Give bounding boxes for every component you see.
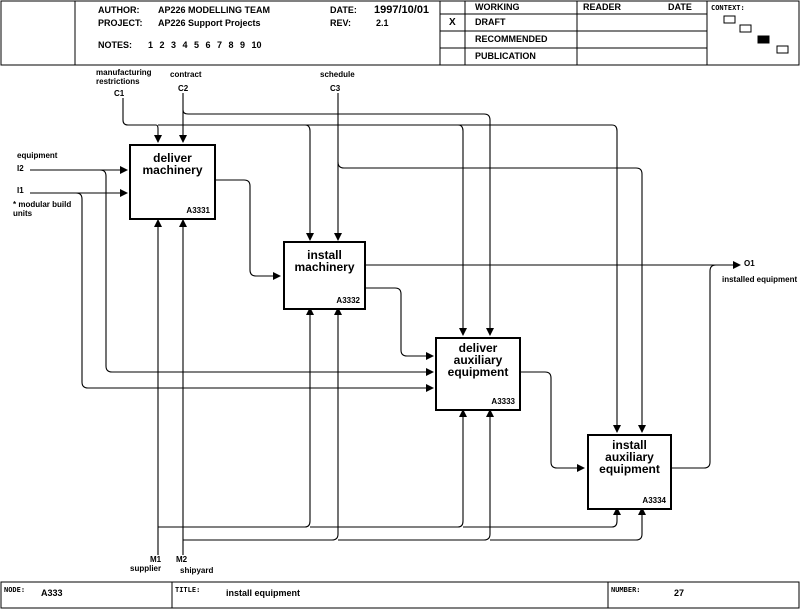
c1-code: C1 [114, 89, 125, 98]
i1-code: I1 [17, 186, 24, 195]
project-label: PROJECT: [98, 18, 143, 28]
rev-value: 2.1 [376, 18, 389, 28]
o1-description: installed equipment [722, 275, 798, 284]
project-value: AP226 Support Projects [158, 18, 261, 28]
author-value: AP226 MODELLING TEAM [158, 5, 271, 15]
node-label: NODE: [4, 586, 26, 594]
activity-box-deliver-auxiliary-equipment: deliver auxiliary equipment A3333 [435, 337, 521, 411]
i2-code: I2 [17, 164, 24, 173]
reader-date-label: DATE [668, 2, 692, 12]
status-working: WORKING [475, 2, 520, 12]
title-value: install equipment [226, 588, 301, 598]
footer-form-lines [0, 581, 800, 609]
box-name: deliver machinery [142, 151, 203, 177]
author-label: AUTHOR: [98, 5, 140, 15]
notes-numbers: 1 2 3 4 5 6 7 8 9 10 [148, 40, 262, 50]
c3-description: schedule [320, 70, 355, 79]
i2-description: equipment [17, 151, 58, 160]
o1-code: O1 [744, 259, 755, 268]
context-thumbnail [723, 15, 789, 54]
m1-description: supplier [130, 564, 162, 573]
box-name: deliver auxiliary equipment [447, 341, 509, 379]
status-recommended: RECOMMENDED [475, 34, 548, 44]
box-number: A3331 [186, 206, 210, 215]
status-draft: DRAFT [475, 17, 506, 27]
m2-description: shipyard [180, 566, 214, 575]
box-number: A3332 [336, 296, 360, 305]
number-label: NUMBER: [611, 586, 641, 594]
activity-box-deliver-machinery: deliver machinery A3331 [129, 144, 216, 220]
notes-label: NOTES: [98, 40, 133, 50]
status-mark: X [449, 17, 456, 28]
rev-label: REV: [330, 18, 352, 28]
activity-box-install-machinery: install machinery A3332 [283, 241, 366, 310]
node-value: A333 [41, 588, 63, 598]
date-label: DATE: [330, 5, 357, 15]
arrow-lines [30, 93, 741, 555]
header-form-lines [0, 0, 800, 66]
box-name: install machinery [294, 248, 355, 274]
box-name: install auxiliary equipment [599, 438, 660, 476]
number-value: 27 [674, 588, 685, 598]
date-value: 1997/10/01 [374, 4, 430, 16]
c2-description: contract [170, 70, 202, 79]
context-label: CONTEXT: [711, 4, 745, 12]
c1-description: manufacturing restrictions [96, 68, 152, 86]
box-number: A3334 [642, 496, 666, 505]
status-publication: PUBLICATION [475, 51, 536, 61]
box-number: A3333 [491, 397, 515, 406]
activity-box-install-auxiliary-equipment: install auxiliary equipment A3334 [587, 434, 672, 510]
title-label: TITLE: [175, 586, 201, 594]
i1-description: * modular build units [13, 200, 72, 218]
m1-code: M1 [150, 555, 162, 564]
c3-code: C3 [330, 84, 341, 93]
reader-label: READER [583, 2, 622, 12]
m2-code: M2 [176, 555, 188, 564]
c2-code: C2 [178, 84, 189, 93]
